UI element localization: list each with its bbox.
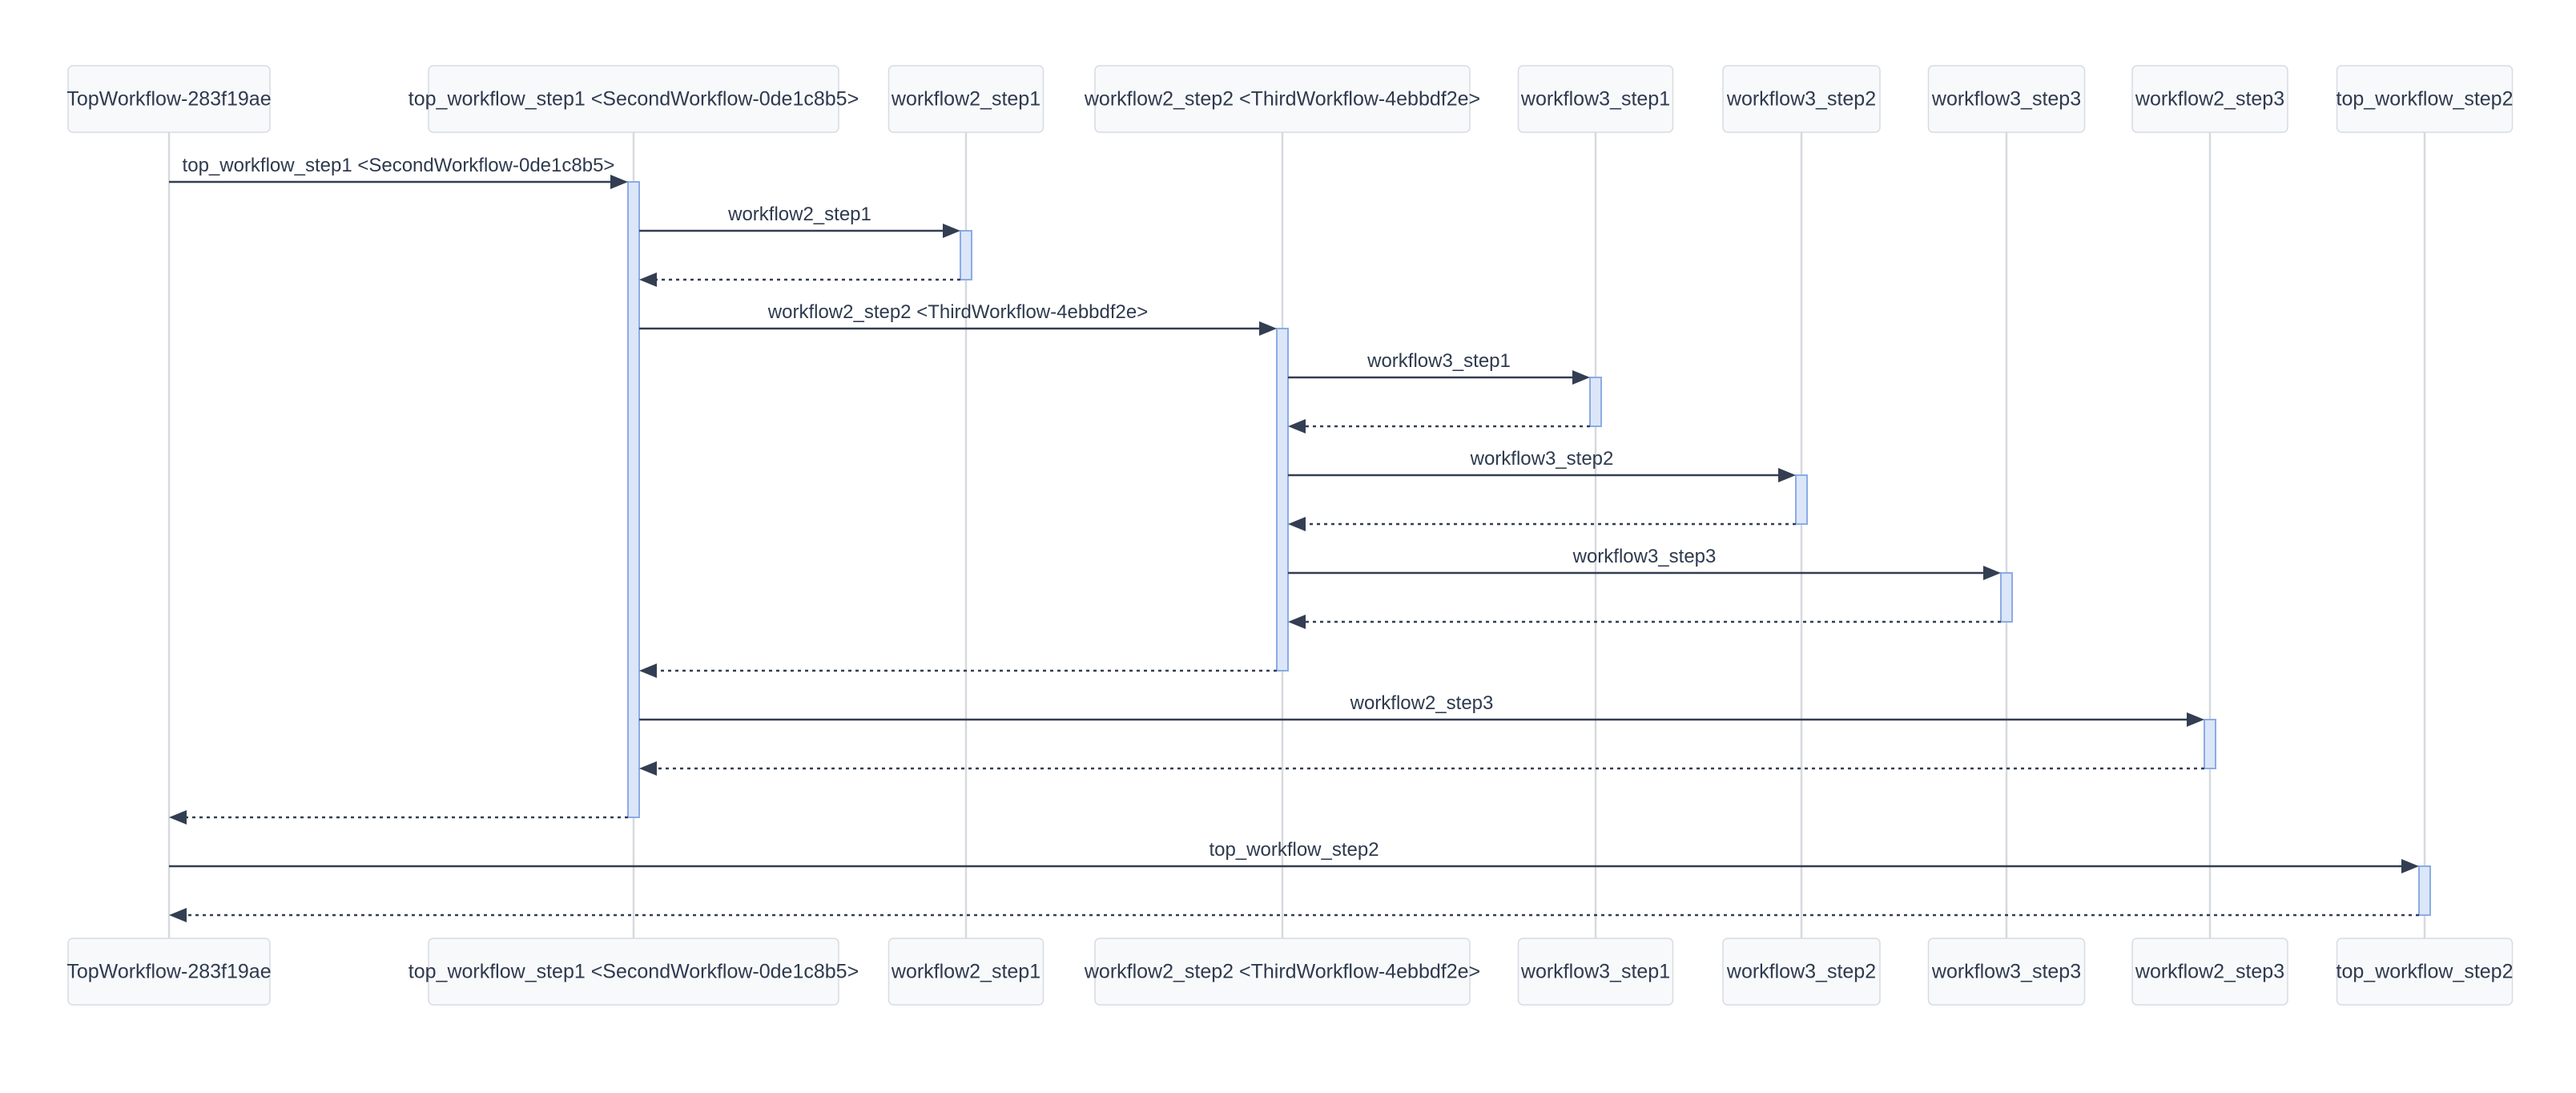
participant-label-top-p2: top_workflow_step1 <SecondWorkflow-0de1c… [409, 88, 859, 111]
message-label-4: workflow3_step1 [1366, 350, 1511, 372]
arrowhead-icon [169, 810, 187, 825]
participant-label-bottom-p7: workflow3_step3 [1931, 961, 2081, 983]
message-label-1: workflow2_step1 [727, 204, 871, 225]
arrowhead-icon [610, 175, 628, 189]
message-label-6: workflow3_step2 [1470, 448, 1614, 470]
participant-label-top-p6: workflow3_step2 [1726, 88, 1876, 111]
arrowhead-icon [639, 663, 657, 678]
arrowhead-icon [1288, 419, 1306, 434]
participant-box-top-p2 [428, 65, 839, 133]
participant-label-bottom-p1: TopWorkflow-283f19ae [66, 961, 271, 983]
participant-box-top-p9 [2336, 65, 2514, 133]
participant-label-bottom-p5: workflow3_step1 [1520, 961, 1670, 983]
arrowhead-icon [1288, 517, 1306, 531]
participant-label-top-p7: workflow3_step3 [1931, 88, 2081, 111]
activation-bar-p8 [2204, 719, 2216, 769]
participant-box-bottom-p5 [1517, 938, 1674, 1006]
participant-label-top-p8: workflow2_step3 [2135, 88, 2284, 111]
activation-bar-p4 [1276, 328, 1289, 672]
participant-box-bottom-p7 [1927, 938, 2086, 1006]
arrowhead-icon [2187, 712, 2204, 727]
message-label-8: workflow3_step3 [1572, 546, 1717, 567]
participant-box-bottom-p9 [2336, 938, 2514, 1006]
arrowhead-icon [2401, 859, 2419, 873]
participant-label-top-p3: workflow2_step1 [891, 88, 1040, 111]
participant-box-bottom-p3 [888, 938, 1044, 1006]
arrowhead-icon [1983, 566, 2001, 580]
arrowhead-icon [1778, 468, 1796, 482]
participant-label-top-p4: workflow2_step2 <ThirdWorkflow-4ebbdf2e> [1084, 88, 1480, 111]
participant-label-bottom-p8: workflow2_step3 [2135, 961, 2284, 983]
arrowhead-icon [639, 761, 657, 776]
arrowhead-icon [639, 272, 657, 287]
message-label-3: workflow2_step2 <ThirdWorkflow-4ebbdf2e> [767, 301, 1148, 323]
arrowhead-icon [1259, 321, 1277, 336]
participant-box-bottom-p8 [2131, 938, 2288, 1006]
activation-bar-p7 [2000, 572, 2013, 623]
message-label-11: workflow2_step3 [1350, 692, 1494, 714]
arrowhead-icon [169, 908, 187, 922]
activation-bar-p2 [627, 181, 640, 818]
activation-bar-p3 [960, 230, 972, 280]
participant-box-bottom-p1 [67, 938, 271, 1006]
participant-box-top-p6 [1722, 65, 1881, 133]
participant-box-top-p3 [888, 65, 1044, 133]
activation-bar-p5 [1589, 377, 1602, 427]
participant-box-top-p7 [1927, 65, 2086, 133]
arrowhead-icon [943, 224, 960, 238]
participant-label-top-p5: workflow3_step1 [1520, 88, 1670, 111]
participant-label-bottom-p4: workflow2_step2 <ThirdWorkflow-4ebbdf2e> [1084, 961, 1480, 983]
participant-box-bottom-p6 [1722, 938, 1881, 1006]
participant-box-top-p1 [67, 65, 271, 133]
activation-bar-p6 [1795, 474, 1808, 525]
participant-label-top-p9: top_workflow_step2 [2337, 88, 2514, 111]
participant-label-bottom-p2: top_workflow_step1 <SecondWorkflow-0de1c… [409, 961, 859, 983]
message-label-14: top_workflow_step2 [1209, 839, 1379, 861]
participant-box-bottom-p2 [428, 938, 839, 1006]
arrowhead-icon [1572, 370, 1590, 385]
participant-label-bottom-p3: workflow2_step1 [891, 961, 1040, 983]
participant-box-top-p8 [2131, 65, 2288, 133]
participant-box-bottom-p4 [1094, 938, 1471, 1006]
activation-bar-p9 [2418, 865, 2431, 916]
participant-box-top-p4 [1094, 65, 1471, 133]
participant-label-bottom-p6: workflow3_step2 [1726, 961, 1876, 983]
message-label-0: top_workflow_step1 <SecondWorkflow-0de1c… [183, 155, 615, 176]
participant-label-top-p1: TopWorkflow-283f19ae [66, 88, 271, 111]
participant-label-bottom-p9: top_workflow_step2 [2337, 961, 2514, 983]
arrowhead-icon [1288, 615, 1306, 629]
participant-box-top-p5 [1517, 65, 1674, 133]
